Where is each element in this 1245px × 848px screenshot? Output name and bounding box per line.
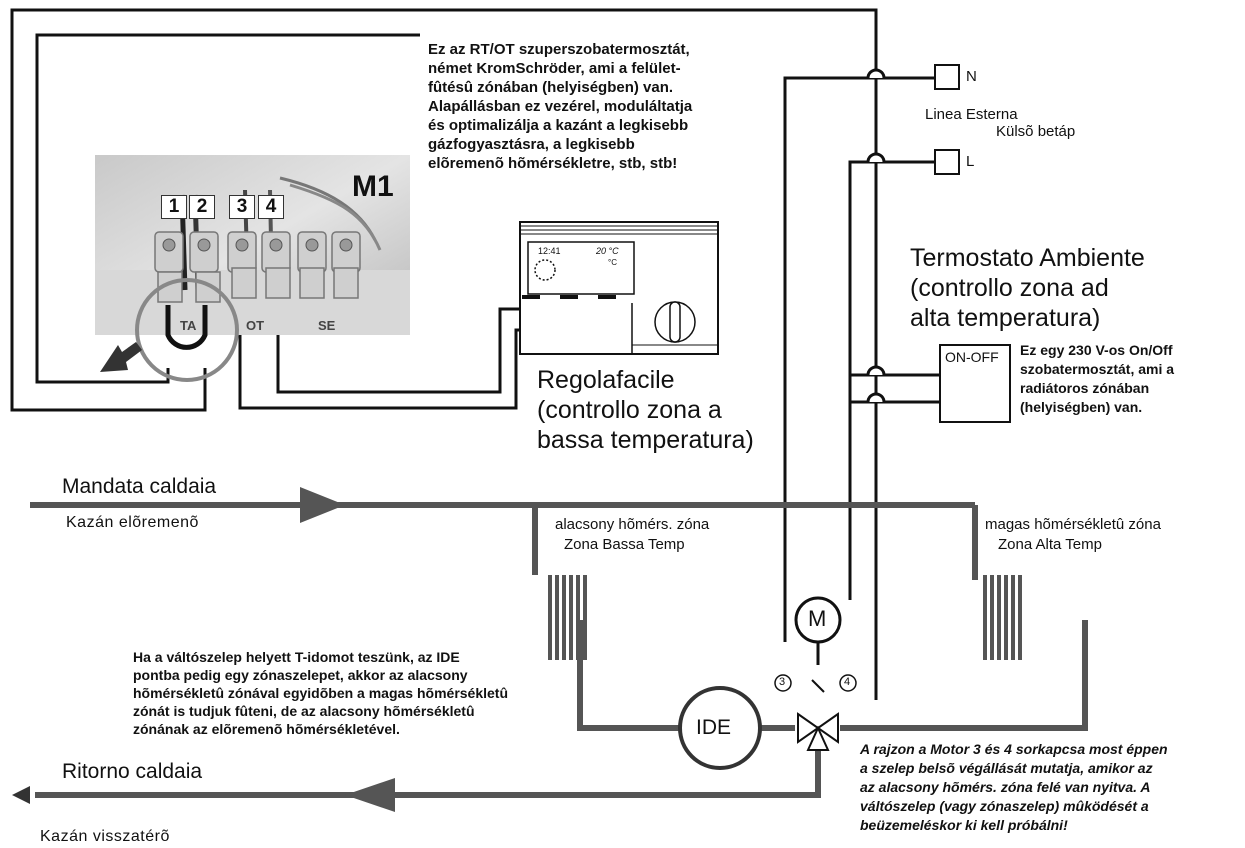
crossovers xyxy=(866,68,886,403)
pointer-arrow xyxy=(100,342,142,372)
ritorno-title: Ritorno caldaia xyxy=(62,760,203,783)
motor-label: M xyxy=(808,606,827,631)
terminal-number-3: 3 xyxy=(229,195,255,219)
zone-low-it: Zona Bassa Temp xyxy=(564,536,685,553)
ritorno-subtitle: Kazán visszatérõ xyxy=(40,828,170,845)
mandata-title: Mandata caldaia xyxy=(62,475,217,498)
port-4-circle xyxy=(839,674,857,692)
radiator-low xyxy=(548,575,587,660)
terminal-board-photo xyxy=(95,155,410,335)
terminal-l-box xyxy=(934,149,960,175)
zone-high-it: Zona Alta Temp xyxy=(998,536,1102,553)
port-3-circle xyxy=(774,674,792,692)
terminal-n-box xyxy=(934,64,960,90)
terminal-number-4: 4 xyxy=(258,195,284,219)
device-display-unit: °C xyxy=(608,258,617,267)
terminal-number-2: 2 xyxy=(189,195,215,219)
ide-label: IDE xyxy=(696,716,732,739)
onoff-thermostat-note: Ez egy 230 V-os On/Off szobatermosztát, … xyxy=(1020,342,1175,415)
radiator-high xyxy=(983,575,1022,660)
top-note: Ez az RT/OT szuperszobatermosztát, német… xyxy=(428,41,693,172)
marking-ot: OT xyxy=(246,318,265,333)
marking-se: SE xyxy=(318,318,336,333)
regolafacile-device xyxy=(519,221,719,355)
mandata-subtitle: Kazán elõremenõ xyxy=(66,514,199,531)
ta-jumper xyxy=(165,305,208,350)
label-linea-esterna: Linea Esterna xyxy=(925,106,1018,123)
three-way-valve xyxy=(797,712,839,751)
label-n: N xyxy=(966,68,977,85)
regolafacile-title: Regolafacile (controllo zona a bassa tem… xyxy=(537,366,754,454)
motor-circle xyxy=(794,596,842,644)
valve-note: A rajzon a Motor 3 és 4 sorkapcsa most é… xyxy=(860,741,1168,833)
supply-arrow xyxy=(300,487,345,523)
device-display-time: 12:41 xyxy=(538,246,561,256)
return-arrow-head xyxy=(12,786,30,804)
port-4-label: 4 xyxy=(844,676,851,688)
port-3-label: 3 xyxy=(779,676,786,688)
ta-highlight-ring xyxy=(135,278,239,382)
marking-ta: TA xyxy=(180,318,197,333)
pipes xyxy=(30,502,1088,798)
zone-high-hu: magas hõmérsékletû zóna xyxy=(985,516,1161,533)
ide-circle xyxy=(678,686,762,770)
onoff-thermostat-box xyxy=(939,344,1011,423)
return-arrow xyxy=(345,778,395,812)
termostato-ambiente-title: Termostato Ambiente (controllo zona ad a… xyxy=(910,244,1145,332)
terminal-label-m1: M1 xyxy=(352,170,394,203)
terminal-number-1: 1 xyxy=(161,195,187,219)
label-l: L xyxy=(966,153,975,170)
device-display-temp: 20 °C xyxy=(596,246,619,256)
onoff-label: ON-OFF xyxy=(945,349,999,365)
zone-low-hu: alacsony hõmérs. zóna xyxy=(555,516,710,533)
label-kulso-betap: Külsõ betáp xyxy=(996,123,1076,140)
ide-note: Ha a váltószelep helyett T-idomot teszün… xyxy=(133,649,509,737)
